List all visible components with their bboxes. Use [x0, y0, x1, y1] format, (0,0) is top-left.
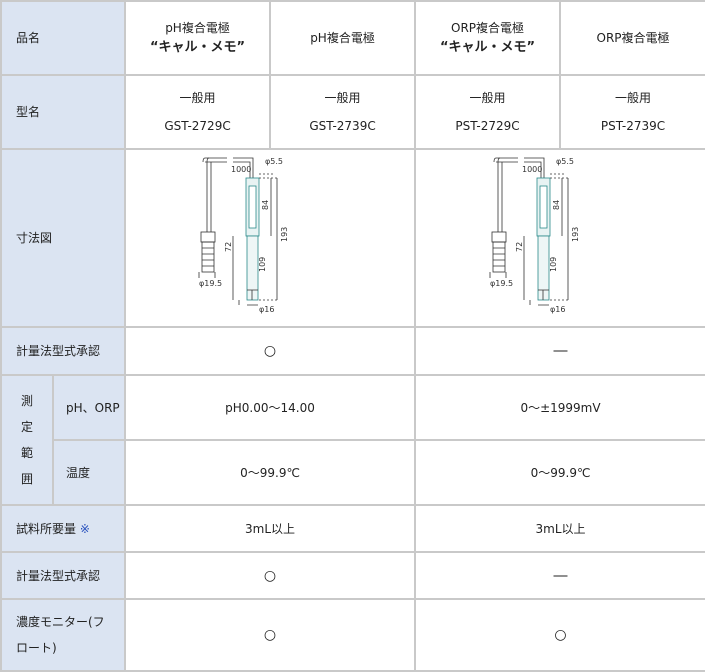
model-number: GST-2739C: [309, 119, 376, 133]
length-193-label: 193: [280, 227, 289, 242]
model-cell: 一般用 PST-2729C: [416, 76, 560, 148]
range-orp-value: 0～±1999mV: [416, 376, 705, 439]
electrode-drawing: 1000 φ5.5 84 193 72 109 φ19.5 φ16: [198, 157, 289, 314]
dimension-drawing-orp: 1000 φ5.5 84 193 72 109 φ19.5 φ16: [416, 150, 705, 326]
header-model: 型名: [2, 76, 125, 148]
usage-text: 一般用: [324, 91, 361, 105]
name-cell: ORP複合電極: [561, 2, 705, 74]
temp-orp-value: 0～99.9℃: [416, 441, 705, 504]
model-number: PST-2739C: [600, 119, 666, 133]
approval2-orp-value: ―: [416, 553, 705, 598]
connector-diameter-label: φ19.5: [199, 279, 222, 288]
model-number: GST-2729C: [164, 119, 231, 133]
nickname-text: “キャル・メモ”: [439, 40, 536, 55]
approval-ph-value: ○: [126, 328, 415, 374]
approval2-ph-value: ○: [126, 553, 415, 598]
name-text: ORP複合電極: [451, 21, 525, 35]
name-cell: ORP複合電極 “キャル・メモ”: [416, 2, 560, 74]
usage-text: 一般用: [615, 91, 652, 105]
row-product-name: 品名 pH複合電極 “キャル・メモ” pH複合電極 ORP複合電極 “キャル・メ…: [2, 2, 705, 74]
row-approval: 計量法型式承認 ○ ―: [2, 328, 705, 374]
connector-diameter-label: φ19.5: [490, 279, 513, 288]
length-72-label: 72: [224, 242, 233, 252]
usage-text: 一般用: [179, 91, 216, 105]
header-range-temp: 温度: [54, 441, 125, 504]
body-diameter-label: φ16: [259, 305, 274, 314]
row-monitor: 濃度モニター(フ ロート) ○ ○: [2, 600, 705, 670]
length-193-label: 193: [571, 227, 580, 242]
length-84-label: 84: [261, 200, 270, 210]
monitor-orp-value: ○: [416, 600, 705, 670]
row-range-ph-orp: 測 定 範 囲 pH、ORP pH0.00～14.00 0～±1999mV: [2, 376, 705, 504]
note-mark: ※: [79, 521, 90, 536]
row-range-temp: 温度 0～99.9℃ 0～99.9℃: [2, 441, 705, 504]
length-109-label: 109: [258, 257, 267, 272]
row-sample: 試料所要量 ※ 3mL以上 3mL以上: [2, 506, 705, 551]
length-72-label: 72: [515, 242, 524, 252]
cable-length-label: 1000: [231, 165, 251, 174]
header-monitor: 濃度モニター(フ ロート): [2, 600, 125, 670]
header-dimension: 寸法図: [2, 150, 125, 326]
header-sample: 試料所要量 ※: [2, 506, 125, 551]
tip-diameter-label: φ5.5: [265, 157, 283, 166]
usage-text: 一般用: [469, 91, 506, 105]
model-number: PST-2729C: [455, 119, 520, 133]
header-measurement-range: 測 定 範 囲: [2, 376, 52, 504]
sample-ph-value: 3mL以上: [126, 506, 415, 551]
name-text: pH複合電極: [165, 21, 230, 35]
name-cell: pH複合電極 “キャル・メモ”: [126, 2, 270, 74]
body-diameter-label: φ16: [550, 305, 565, 314]
model-cell: 一般用 GST-2739C: [271, 76, 415, 148]
row-dimension: 寸法図: [2, 150, 705, 326]
header-approval: 計量法型式承認: [2, 328, 125, 374]
tip-diameter-label: φ5.5: [556, 157, 574, 166]
electrode-drawing: 1000 φ5.5 84 193 72 109 φ19.5 φ16: [489, 157, 580, 314]
header-product-name: 品名: [2, 2, 125, 74]
length-84-label: 84: [552, 200, 561, 210]
cable-length-label: 1000: [522, 165, 542, 174]
approval-orp-value: ―: [416, 328, 705, 374]
name-text: ORP複合電極: [596, 31, 670, 45]
length-109-label: 109: [549, 257, 558, 272]
monitor-ph-value: ○: [126, 600, 415, 670]
name-cell: pH複合電極: [271, 2, 415, 74]
dimension-drawing-ph: 1000 φ5.5 84 193 72 109 φ19.5 φ16: [126, 150, 415, 326]
nickname-text: “キャル・メモ”: [149, 40, 246, 55]
model-cell: 一般用 PST-2739C: [561, 76, 705, 148]
temp-ph-value: 0～99.9℃: [126, 441, 415, 504]
range-ph-value: pH0.00～14.00: [126, 376, 415, 439]
row-approval-2: 計量法型式承認 ○ ―: [2, 553, 705, 598]
sample-orp-value: 3mL以上: [416, 506, 705, 551]
header-range-ph-orp: pH、ORP: [54, 376, 125, 439]
header-approval-2: 計量法型式承認: [2, 553, 125, 598]
row-model: 型名 一般用 GST-2729C 一般用 GST-2739C 一般用 PST-2729…: [2, 76, 705, 148]
name-text: pH複合電極: [310, 31, 375, 45]
model-cell: 一般用 GST-2729C: [126, 76, 270, 148]
